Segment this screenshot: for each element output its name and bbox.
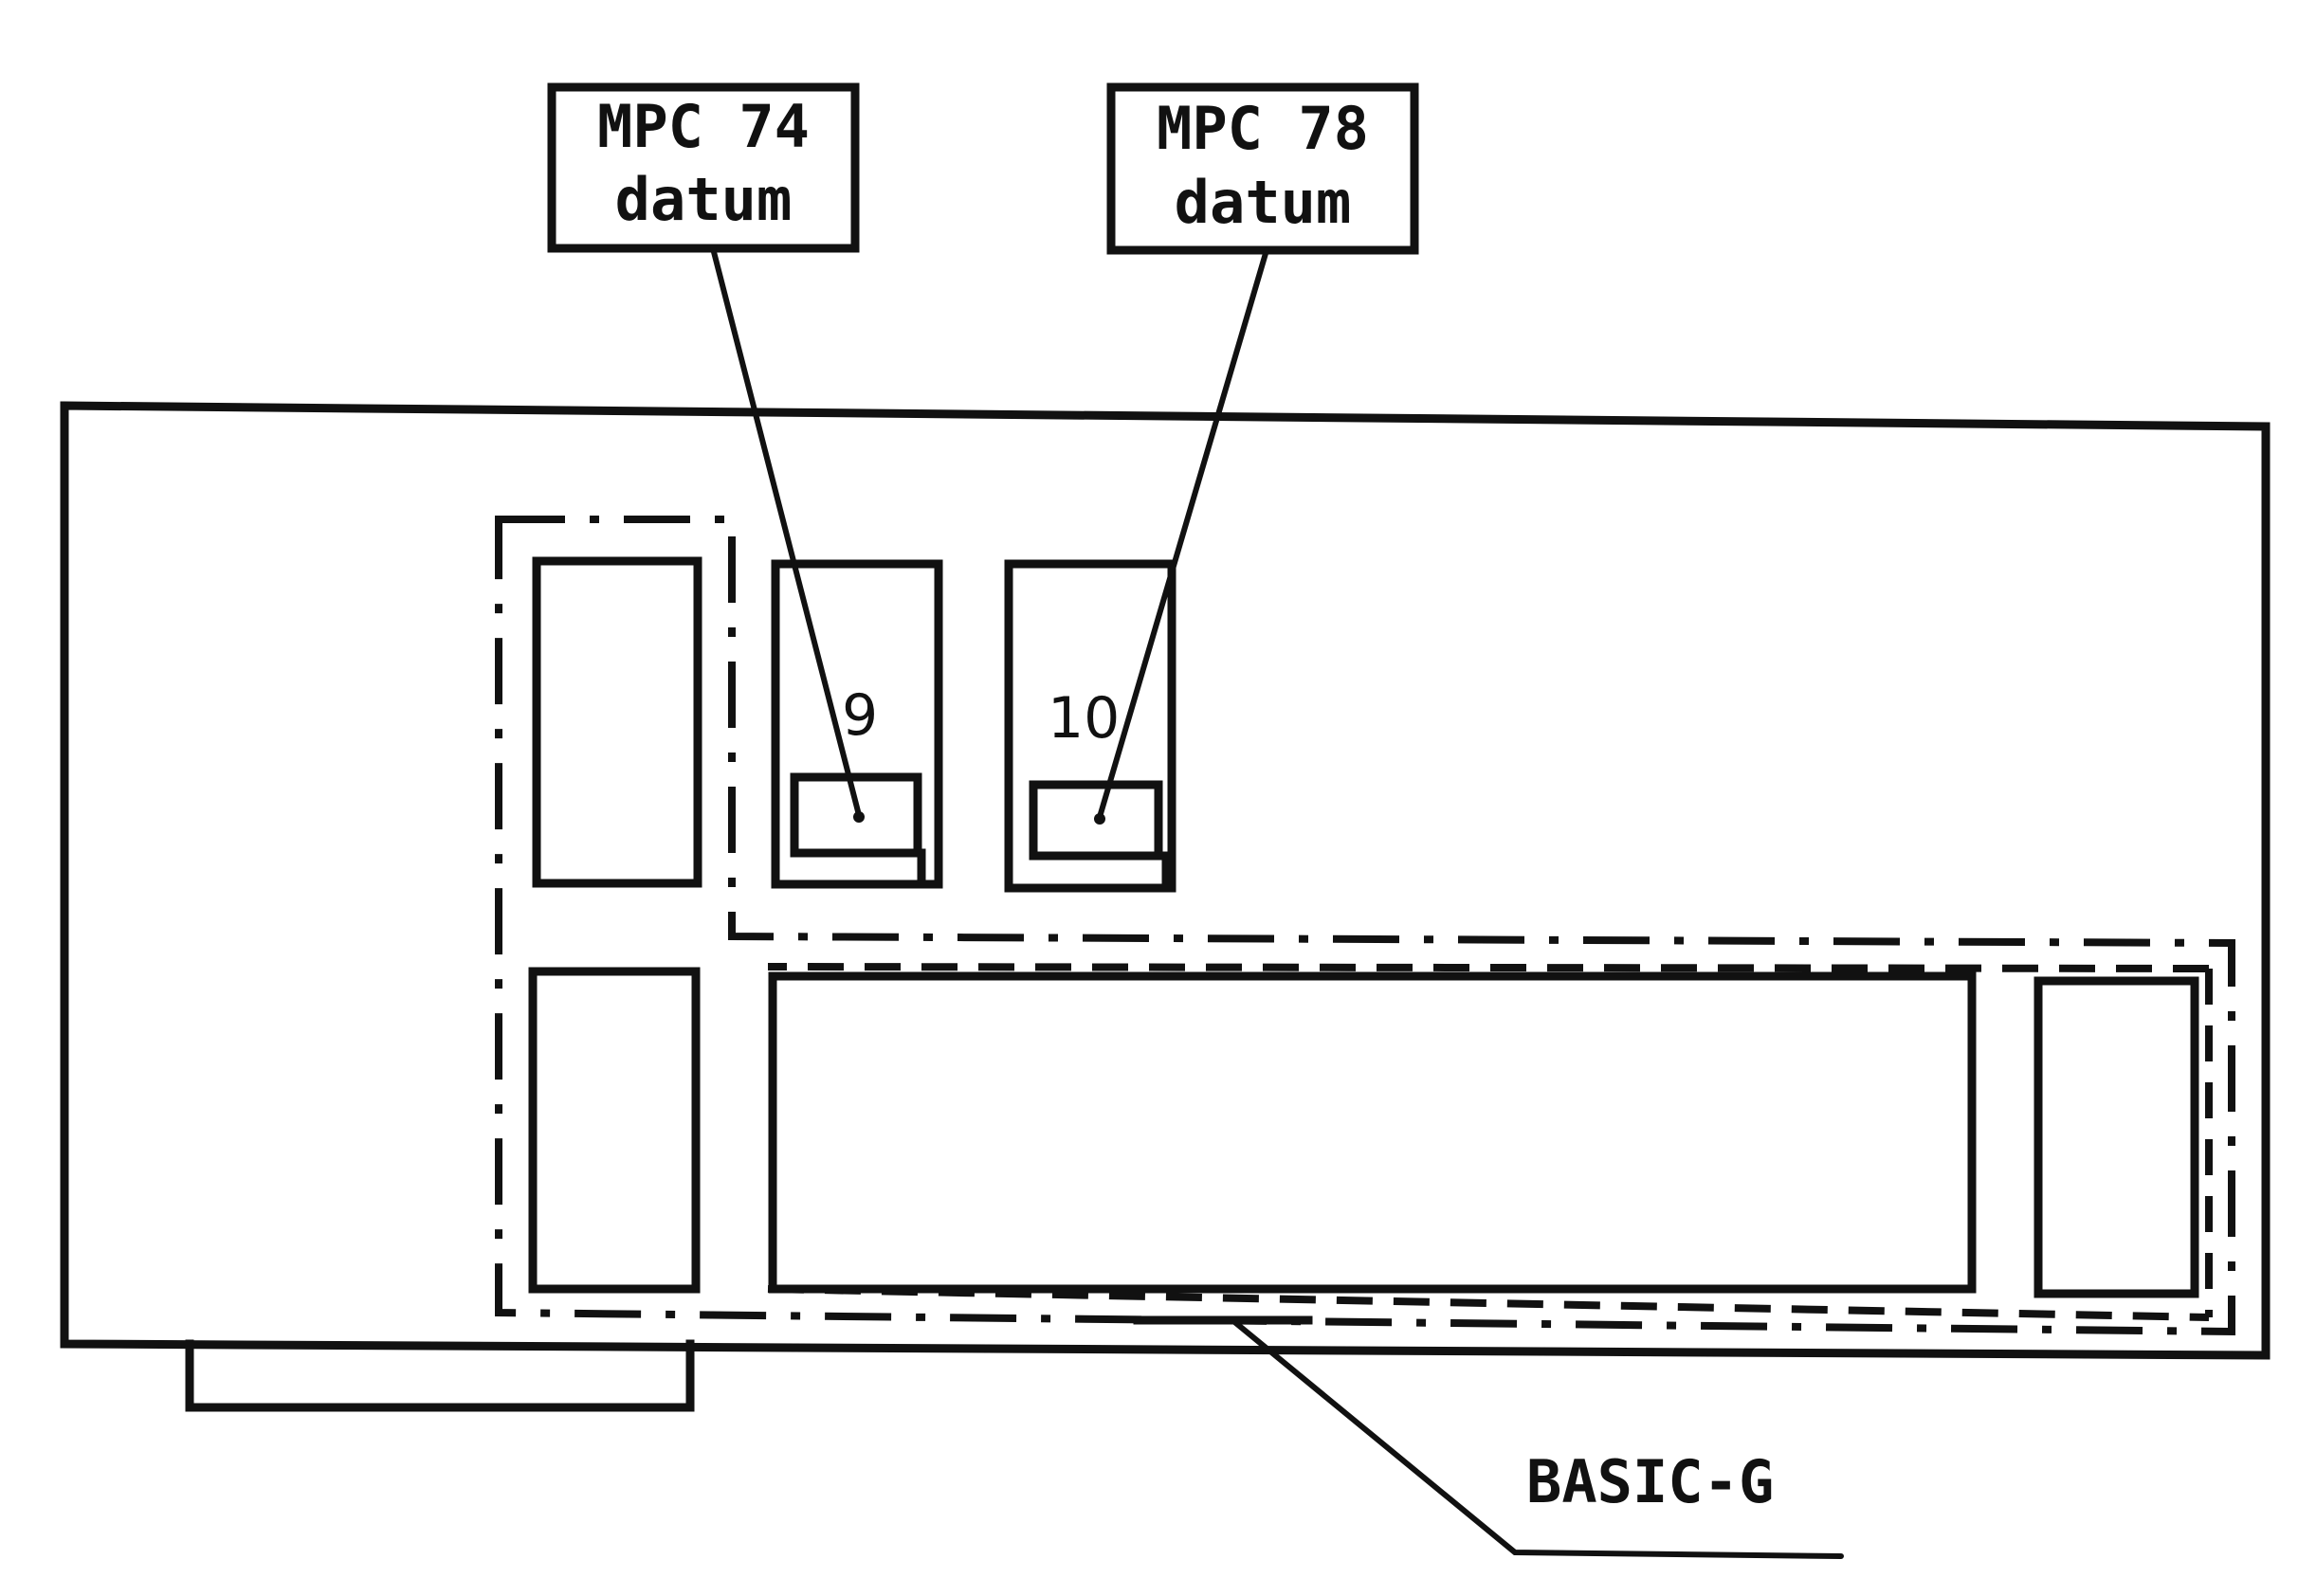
mpc74-callout-line2: datum — [615, 165, 793, 234]
basic-g-board-boundary-lower — [767, 1285, 2210, 1321]
right-module — [2034, 976, 2199, 1298]
mpc78-datum-point — [1094, 813, 1105, 825]
mpc74-leader-line — [710, 245, 862, 818]
slot-9-connector — [790, 772, 922, 858]
slot-9-number: 9 — [842, 682, 878, 749]
left-module-group-boundary — [495, 516, 2235, 1336]
left-lower-module — [528, 967, 701, 1294]
mpc78-callout-box — [1106, 82, 1419, 255]
mpc78-callout-line1: MPC 78 — [1157, 94, 1369, 163]
mpc74-callout-box — [547, 82, 860, 253]
housing-foot — [185, 1339, 695, 1412]
left-upper-module — [532, 556, 702, 888]
slot-10-number: 10 — [1048, 685, 1120, 752]
basic-g-leader-line — [1230, 1317, 1844, 1559]
mpc78-callout-line2: datum — [1175, 168, 1352, 237]
slot-10-connector — [1029, 780, 1163, 861]
slot-10-module — [1004, 559, 1176, 893]
slot-9-module — [771, 559, 943, 889]
mpc74-datum-point — [853, 811, 865, 823]
housing-outline — [60, 401, 2271, 1360]
basic-g-board-boundary — [767, 963, 2210, 972]
mpc74-callout-line1: MPC 74 — [597, 92, 810, 161]
mpc78-leader-line — [1097, 247, 1269, 820]
central-module — [768, 971, 1977, 1294]
basic-g-label: BASIC-G — [1526, 1447, 1774, 1516]
